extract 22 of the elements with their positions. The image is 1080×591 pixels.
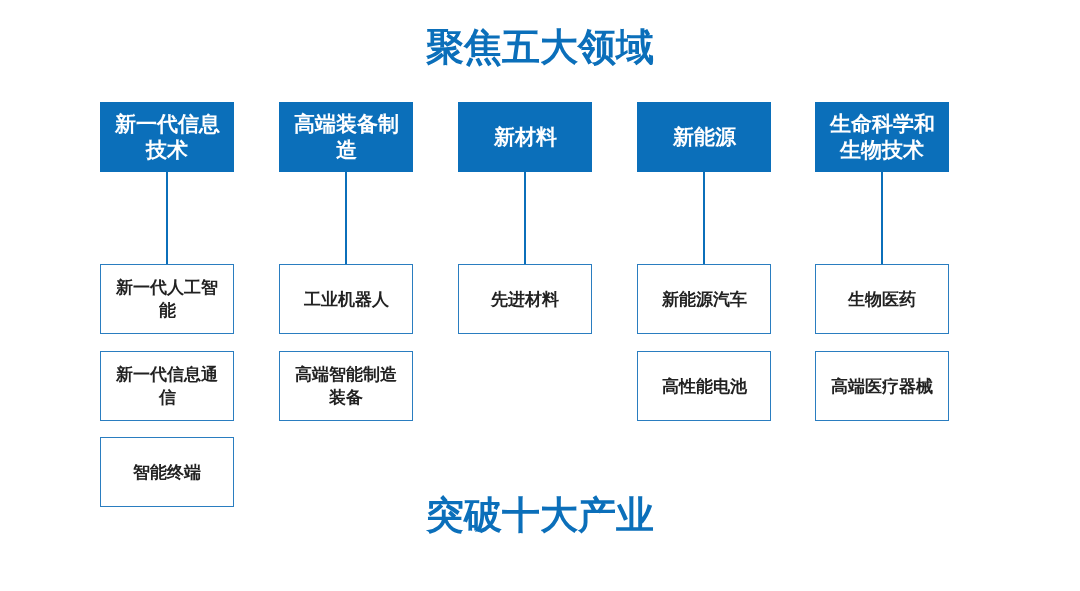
connector-line	[345, 171, 347, 265]
connector-line	[166, 171, 168, 265]
connector-line	[881, 171, 883, 265]
connector-line	[524, 171, 526, 265]
category-box: 新一代信息技术	[100, 102, 234, 172]
industry-box: 先进材料	[458, 264, 592, 334]
category-box: 新能源	[637, 102, 771, 172]
industry-box: 高端医疗器械	[815, 351, 949, 421]
industry-box: 新一代信息通信	[100, 351, 234, 421]
industry-box: 新一代人工智能	[100, 264, 234, 334]
industry-box: 高性能电池	[637, 351, 771, 421]
subtitle: 突破十大产业	[425, 492, 655, 539]
category-box: 生命科学和生物技术	[815, 102, 949, 172]
industry-box: 智能终端	[100, 437, 234, 507]
industry-box: 工业机器人	[279, 264, 413, 334]
category-box: 高端装备制造	[279, 102, 413, 172]
industry-box: 新能源汽车	[637, 264, 771, 334]
connector-line	[703, 171, 705, 265]
industry-box: 生物医药	[815, 264, 949, 334]
title: 聚焦五大领域	[425, 24, 655, 71]
industry-box: 高端智能制造装备	[279, 351, 413, 421]
category-box: 新材料	[458, 102, 592, 172]
